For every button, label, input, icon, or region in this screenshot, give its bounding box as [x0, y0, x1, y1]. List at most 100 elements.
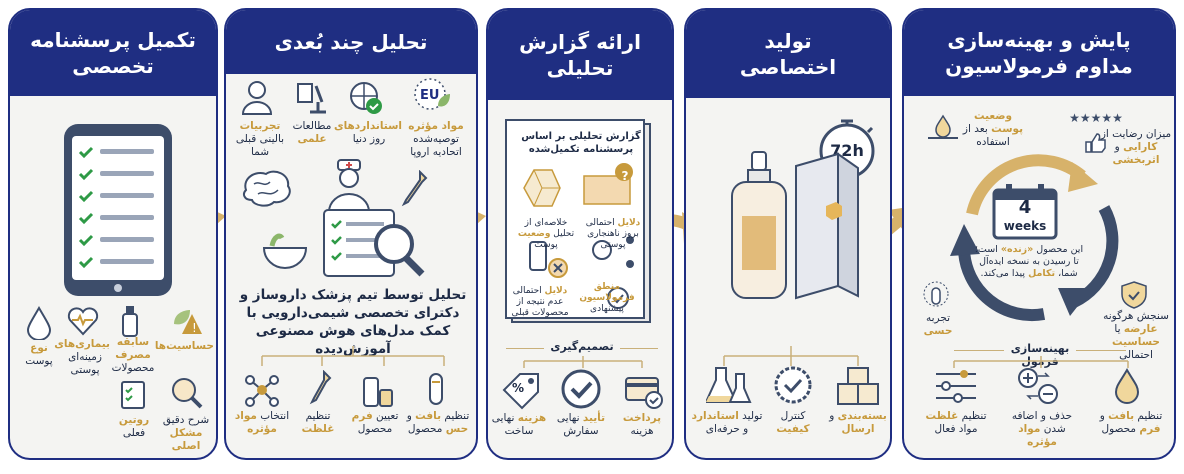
serum-box-icon [731, 151, 859, 300]
mortar-icon [262, 233, 308, 269]
dropper-icon [401, 170, 428, 207]
panel-production-title: تولید اختصاصی [739, 29, 837, 79]
cycle-arrows [950, 154, 1119, 322]
doctor-icon [241, 81, 273, 115]
report-title: گزارش تحلیلی بر اساس پرسشنامه تکمیل‌شده [521, 131, 641, 155]
top-studies: مطالعات علمی [292, 120, 332, 145]
tablet-checklist-icon [64, 124, 172, 296]
item-skin-disease: بیماری‌های زمینه‌ای پوستی [54, 338, 110, 376]
sliders-icon [936, 370, 976, 403]
weeks-number: 4 [1018, 197, 1032, 218]
magnifier-skin-icon [172, 378, 203, 409]
weeks-label: weeks [1003, 219, 1047, 233]
eu-label: EU [420, 88, 439, 103]
boxes-icon [837, 367, 879, 405]
molecule-icon [245, 375, 279, 407]
panel-production: تولید اختصاصی 72h بسته‌بندی و ارسال کنتر… [684, 8, 892, 460]
panel-report: ارائه گزارش تحلیلی ? گزارش تحلیلی بر اسا… [486, 8, 674, 460]
brain-icon [243, 170, 291, 207]
analysis-report-icon [323, 209, 425, 277]
hand-touch-icon [923, 281, 949, 307]
bottom-add-remove: حذف و اضافه شدن مواد مؤثره [1011, 410, 1073, 448]
panel-analysis-title: تحلیل چند بُعدی [274, 30, 428, 54]
optimize-line-left [954, 350, 1004, 351]
drop-texture-icon [1114, 368, 1140, 404]
add-remove-icon [1018, 368, 1058, 404]
card-payment-icon [625, 377, 663, 409]
eu-leaf-icon: EU [414, 78, 450, 110]
question-mark: ? [621, 169, 629, 183]
sense-experience: تجربه حسی [923, 312, 953, 337]
skin-state: وضعیت پوست بعد از استفاده [962, 110, 1024, 148]
approve-check-icon [561, 369, 601, 409]
routine-checklist-icon [121, 381, 145, 409]
decision-label: تصمیم‌گیری [550, 340, 614, 353]
panel-questionnaire-title: تکمیل پرسشنامه تخصصی [30, 28, 196, 78]
panel-monitoring-header: پایش و بهینه‌سازی مداوم فرمولاسیون [904, 10, 1174, 96]
quality-badge-icon [774, 366, 812, 404]
bottom-texture: تنظیم بافت و حس محصول [406, 410, 470, 435]
panel-analysis: تحلیل چند بُعدی EU تجربیات بالینی قبلی ش… [224, 8, 478, 460]
decision-line-right [620, 348, 658, 349]
satisfaction: میزان رضایت از کارایی و اثربخشی [1100, 128, 1172, 166]
skin-heart-icon [67, 307, 99, 336]
item-allergy: حساسیت‌ها [154, 340, 214, 352]
top-standards: استانداردهای روز دنیا [333, 120, 402, 145]
panel-report-header: ارائه گزارش تحلیلی [488, 10, 672, 100]
bottom-cost: هزینه نهایی ساخت [491, 412, 547, 437]
bottle-icon [122, 306, 138, 337]
panel-monitoring: پایش و بهینه‌سازی مداوم فرمولاسیون 4 wee… [902, 8, 1176, 460]
panel-production-header: تولید اختصاصی [686, 10, 890, 98]
decision-branch [523, 356, 643, 368]
bottom-concentration: تنظیم غلظت [301, 410, 335, 435]
shield-check-icon [1121, 281, 1147, 309]
top-eu: مواد مؤثره توصیه‌شده اتحادیه اروپا [408, 120, 464, 158]
report-item-summary: خلاصه‌ای از تحلیل وضعیت پوست [517, 218, 575, 250]
skin-drop-icon [928, 114, 958, 139]
optimize-branch [953, 356, 1129, 368]
production-branch [723, 346, 859, 366]
nurse-icon [327, 159, 371, 213]
water-drop-icon [26, 306, 52, 340]
cream-tube-icon [363, 377, 393, 407]
bottom-ingredients: انتخاب مواد مؤثره [234, 410, 290, 435]
svg-text:!: ! [192, 321, 197, 335]
report-item-previous: دلایل احتمالی عدم نتیجه از محصولات قبلی [511, 286, 569, 318]
dropper-small-icon [309, 370, 332, 405]
decision-line-left [506, 348, 544, 349]
microscope-icon [297, 83, 326, 114]
center-text: این محصول «زنده» است؛ تا رسیدن به نسخه ا… [974, 244, 1084, 279]
bottom-confirm: تأیید نهایی سفارش [556, 412, 606, 437]
panel-monitoring-title: پایش و بهینه‌سازی مداوم فرمولاسیون [945, 28, 1133, 78]
panel-questionnaire-header: تکمیل پرسشنامه تخصصی [10, 10, 216, 96]
bottom-standard: تولید استاندارد و حرفه‌ای [691, 410, 763, 435]
price-tag-icon [502, 373, 539, 410]
stars: ★★★★★ [1069, 111, 1123, 125]
bottom-form: تعیین فرم محصول [351, 410, 399, 435]
top-clinical: تجربیات بالینی قبلی شما [235, 120, 285, 158]
warning-leaf-icon: ! [174, 310, 202, 335]
finger-touch-icon [429, 373, 443, 405]
branch-lines [261, 346, 445, 366]
bottom-active-concentration: تنظیم غلظت مواد فعال [925, 410, 987, 435]
bottom-texture-form: تنظیم بافت و فرم محصول [1099, 410, 1163, 435]
globe-check-icon [350, 82, 382, 114]
calendar-icon [992, 184, 1058, 240]
report-item-causes: دلایل احتمالی بروز ناهنجاری پوستی [585, 218, 641, 250]
report-item-logic: منطق فرمولاسیون پیشنهادی [579, 282, 635, 314]
optimize-line-right [1076, 350, 1126, 351]
bottom-packaging: بسته‌بندی و ارسال [829, 410, 887, 435]
tag-percent: % [511, 381, 525, 395]
report-document-icon [505, 119, 651, 323]
allergy-check: سنجش هرگونه عارضه یا حساسیت احتمالی [1103, 310, 1169, 361]
panel-analysis-header: تحلیل چند بُعدی [226, 10, 476, 74]
thumbs-up-icon [1085, 133, 1106, 153]
flask-icon [706, 367, 752, 403]
